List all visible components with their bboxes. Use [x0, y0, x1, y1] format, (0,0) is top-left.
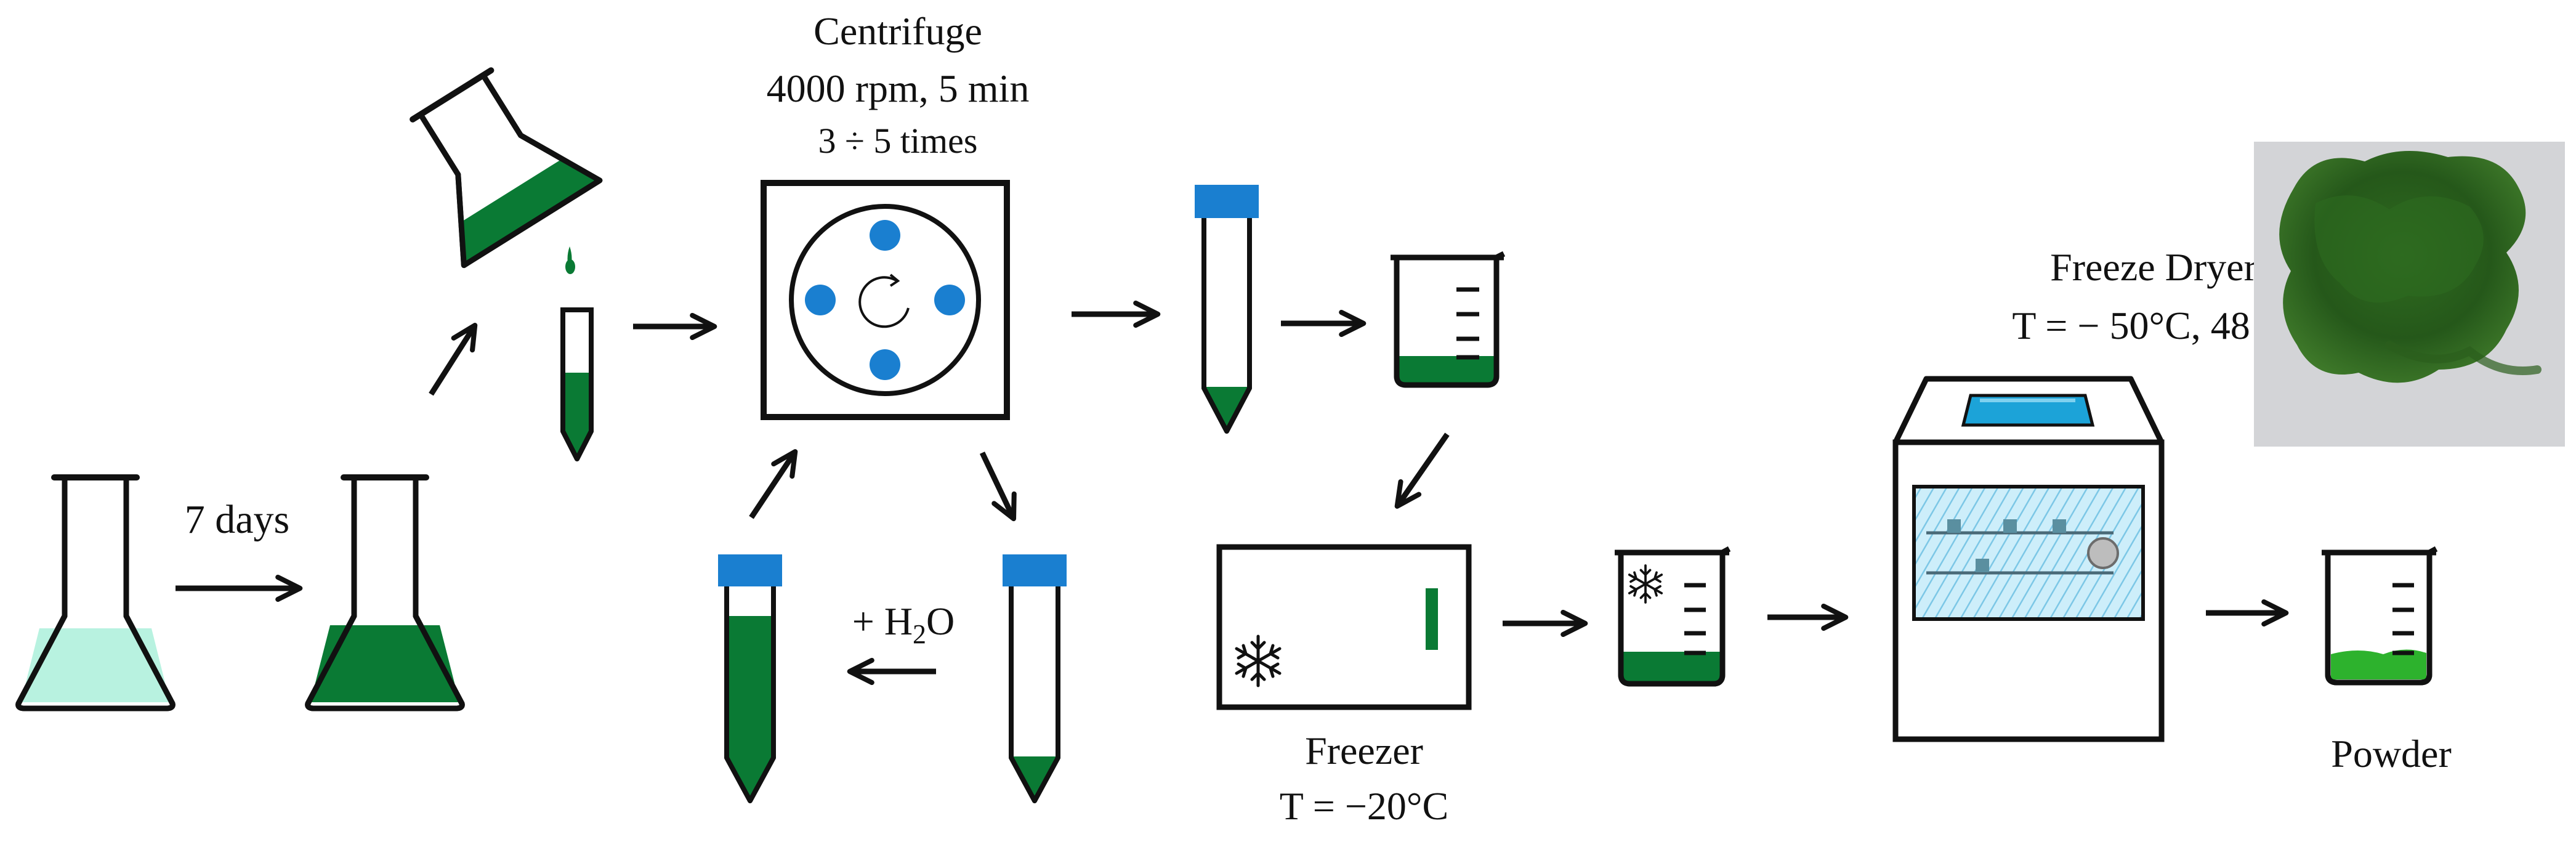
flask-icon: [305, 474, 465, 711]
beaker-icon: [2322, 546, 2438, 686]
freeze-dryer-icon: [1892, 376, 2165, 742]
freezer-temp: T = −20°C: [1280, 784, 1448, 828]
falcon-tube-icon: [1003, 554, 1067, 803]
dryer-title: Freeze Dryer: [2050, 245, 2257, 289]
rotation-arrow-icon: [858, 274, 910, 328]
flask-icon: [15, 474, 176, 711]
beaker-icon: [1391, 251, 1506, 388]
photo-moss-icon: [2254, 142, 2565, 447]
beaker-icon: [1615, 546, 1731, 687]
falcon-tube-icon: [1195, 185, 1259, 434]
incubation-label: 7 days: [185, 497, 289, 542]
centrifuge-title: Centrifuge: [814, 9, 982, 53]
dryer-conditions: T = − 50°C, 48 hs: [2012, 304, 2295, 347]
freezer-icon: [1216, 544, 1472, 710]
centrifuge-speed: 4000 rpm, 5 min: [767, 67, 1030, 110]
powder-label: Powder: [2331, 732, 2452, 776]
centrifuge-repeat: 3 ÷ 5 times: [818, 121, 978, 161]
arrow-icon: [749, 449, 798, 519]
arrow-icon: [1394, 432, 1450, 509]
freezer-title: Freezer: [1305, 729, 1423, 772]
drop-icon: [565, 259, 575, 274]
falcon-tube-icon: [718, 554, 782, 803]
centrifuge-icon: [761, 180, 1010, 420]
pouring-flask-icon: [410, 67, 603, 269]
arrow-icon: [429, 323, 478, 396]
add-water-label: + H2O: [852, 599, 955, 649]
test-tube-icon: [560, 307, 594, 461]
arrow-icon: [979, 452, 1017, 522]
